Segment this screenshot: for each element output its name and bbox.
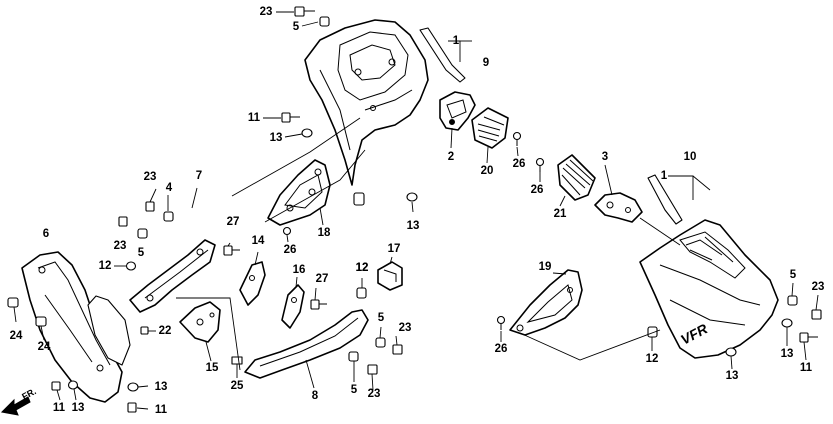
direction-label: FR. (20, 386, 37, 402)
callout-24: 24 (38, 341, 51, 353)
callout-8: 8 (312, 390, 319, 402)
callout-4: 4 (166, 182, 173, 194)
clip-25 (231, 356, 243, 365)
callout-1: 1 (453, 35, 460, 47)
callout-26: 26 (513, 158, 526, 170)
callout-23: 23 (144, 171, 157, 183)
callout-13: 13 (407, 220, 420, 232)
callout-25: 25 (231, 380, 244, 392)
fasteners (7, 6, 822, 413)
mirror-bracket (439, 91, 476, 131)
callout-6: 6 (43, 228, 49, 240)
callout-12: 12 (356, 262, 369, 274)
callout-9: 9 (483, 57, 489, 69)
callout-13: 13 (781, 348, 794, 360)
duct-grille-left (471, 107, 509, 149)
callout-23: 23 (260, 6, 273, 18)
inner-panel (509, 269, 583, 336)
bracket-16 (281, 284, 305, 329)
callout-27: 27 (227, 216, 240, 228)
callout-11: 11 (248, 112, 261, 124)
callout-5: 5 (293, 21, 300, 33)
washer-13-center (406, 192, 418, 202)
screw-26-upper (512, 131, 522, 146)
bracket-14 (239, 261, 266, 306)
callout-3: 3 (602, 151, 608, 163)
trim-strip-upper (419, 27, 466, 83)
callout-5: 5 (378, 312, 385, 324)
left-side-fairing (21, 251, 123, 403)
callout-12: 12 (356, 262, 369, 274)
mirror-bracket-right (594, 192, 643, 223)
bracket-15 (179, 301, 221, 343)
lower-cowl (244, 309, 369, 379)
callout-16: 16 (293, 264, 306, 276)
callout-23: 23 (399, 322, 412, 334)
right-side-fairing: VFR (639, 219, 779, 359)
callout-21: 21 (554, 208, 567, 220)
callout-11: 11 (800, 362, 813, 374)
clip-17 (377, 261, 403, 291)
left-fairing-inner (87, 295, 131, 366)
callout-23: 23 (114, 240, 127, 252)
callout-14: 14 (252, 235, 265, 247)
callout-13: 13 (72, 402, 85, 414)
nut-12-center (353, 192, 365, 206)
upper-cowl (304, 19, 429, 186)
callout-5: 5 (138, 247, 145, 259)
callout-27: 27 (316, 273, 329, 285)
callout-5: 5 (351, 384, 358, 396)
callout-7: 7 (196, 170, 202, 182)
callout-22: 22 (159, 325, 172, 337)
screw-26-lower (496, 315, 506, 330)
callout-2: 2 (448, 151, 454, 163)
inner-bracket (129, 239, 216, 313)
duct-grille-right (557, 154, 596, 201)
front-direction-indicator: FR. (0, 386, 38, 416)
callout-13: 13 (155, 381, 168, 393)
callout-19: 19 (539, 261, 552, 273)
callout-5: 5 (790, 269, 797, 281)
callout-18: 18 (318, 227, 331, 239)
callout-17: 17 (388, 243, 401, 255)
callout-15: 15 (206, 362, 219, 374)
leader-lines (13, 11, 819, 410)
screw-26-right (535, 157, 545, 172)
front-arrow-icon (0, 396, 31, 416)
callout-24: 24 (10, 330, 23, 342)
callout-20: 20 (481, 165, 494, 177)
callout-23: 23 (812, 281, 825, 293)
callout-13: 13 (726, 370, 739, 382)
callout-26: 26 (531, 184, 544, 196)
callout-26: 26 (495, 343, 508, 355)
callout-11: 11 (53, 402, 66, 414)
trim-strip-right (647, 174, 683, 225)
callout-23: 23 (368, 388, 381, 400)
inner-stay (267, 159, 331, 226)
callout-13: 13 (270, 132, 283, 144)
callout-1: 1 (661, 170, 668, 182)
callout-26: 26 (284, 244, 297, 256)
callout-12: 12 (646, 353, 659, 365)
callout-11: 11 (155, 404, 168, 416)
callout-12: 12 (99, 260, 112, 272)
callout-10: 10 (684, 151, 697, 163)
